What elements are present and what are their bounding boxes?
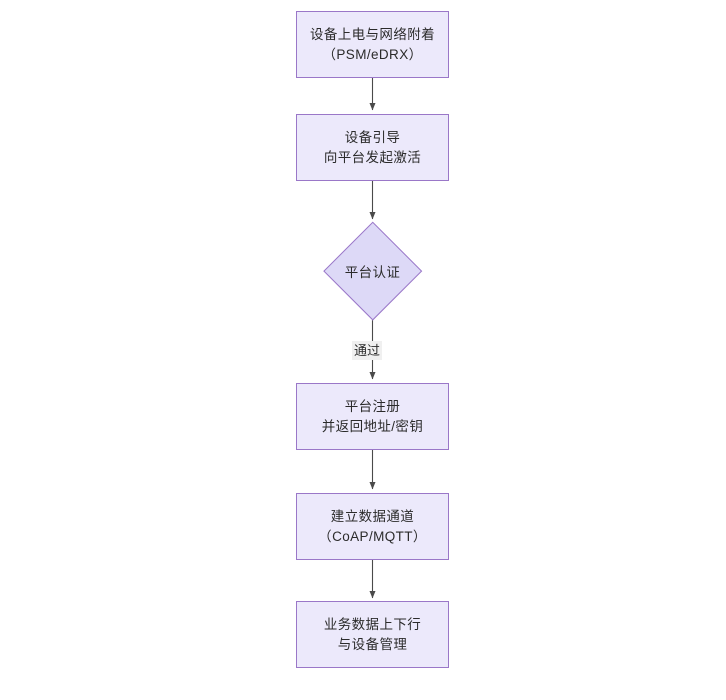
- node-line: 设备上电与网络附着: [309, 26, 436, 42]
- edge-label-pass: 通过: [352, 341, 383, 360]
- node-business-data-and-device-management[interactable]: 业务数据上下行 与设备管理: [296, 601, 449, 668]
- node-line: 向平台发起激活: [323, 149, 422, 165]
- node-line: 平台注册: [344, 398, 401, 414]
- node-line: 与设备管理: [337, 636, 408, 652]
- node-device-power-on[interactable]: 设备上电与网络附着 （PSM/eDRX）: [296, 11, 449, 78]
- node-line: （CoAP/MQTT）: [318, 528, 427, 544]
- node-platform-register[interactable]: 平台注册 并返回地址/密钥: [296, 383, 449, 450]
- node-line: 建立数据通道: [330, 508, 415, 524]
- node-establish-data-channel[interactable]: 建立数据通道 （CoAP/MQTT）: [296, 493, 449, 560]
- node-line: （PSM/eDRX）: [322, 46, 423, 62]
- node-device-bootstrap[interactable]: 设备引导 向平台发起激活: [296, 114, 449, 181]
- node-platform-auth-decision[interactable]: 平台认证: [323, 221, 422, 321]
- node-line: 业务数据上下行: [323, 616, 422, 632]
- node-line: 并返回地址/密钥: [321, 418, 424, 434]
- node-line: 平台认证: [344, 265, 401, 280]
- node-line: 设备引导: [344, 129, 401, 145]
